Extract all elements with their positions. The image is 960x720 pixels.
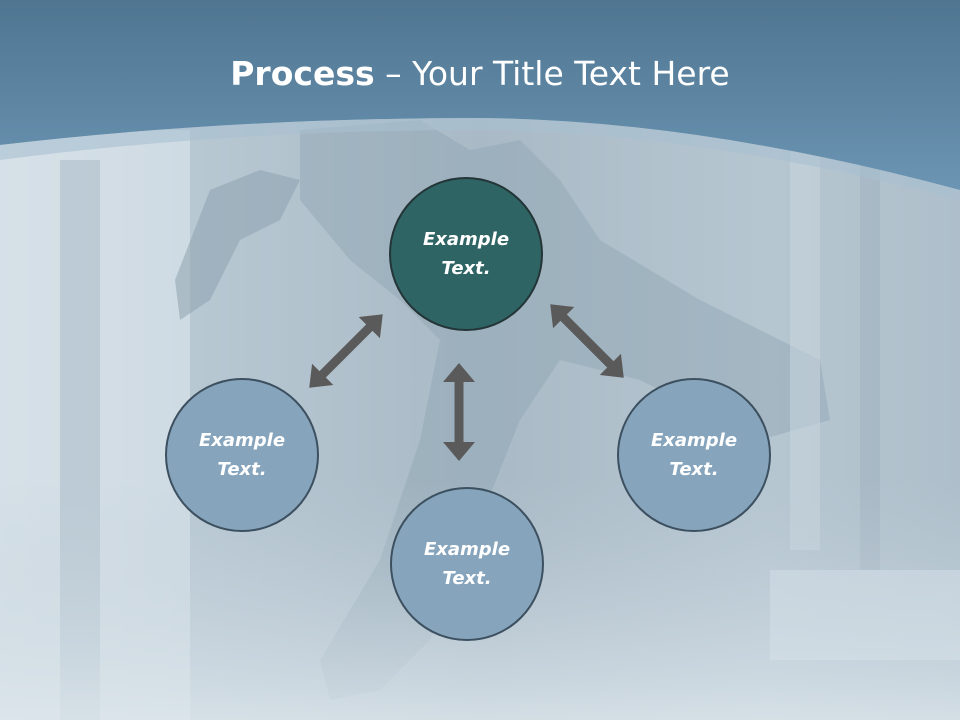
arrow-top-right: [550, 304, 624, 378]
arrow-top-left: [309, 314, 383, 388]
node-left-line1: Example: [198, 430, 286, 451]
arrow-top-bottom: [443, 363, 475, 461]
process-node-right: Example Text.: [617, 378, 771, 532]
node-center-line1: Example: [422, 229, 510, 250]
node-right-line1: Example: [650, 430, 738, 451]
title-bold: Process: [230, 54, 375, 93]
node-bottom-line1: Example: [423, 539, 511, 560]
node-left-line2: Text.: [217, 459, 267, 480]
process-node-left: Example Text.: [165, 378, 319, 532]
process-node-center: Example Text.: [389, 177, 543, 331]
title-rest: – Your Title Text Here: [374, 54, 730, 93]
process-node-bottom: Example Text.: [390, 487, 544, 641]
slide-title: Process – Your Title Text Here: [0, 52, 960, 96]
node-center-line2: Text.: [441, 258, 491, 279]
node-right-line2: Text.: [669, 459, 719, 480]
node-bottom-line2: Text.: [442, 568, 492, 589]
